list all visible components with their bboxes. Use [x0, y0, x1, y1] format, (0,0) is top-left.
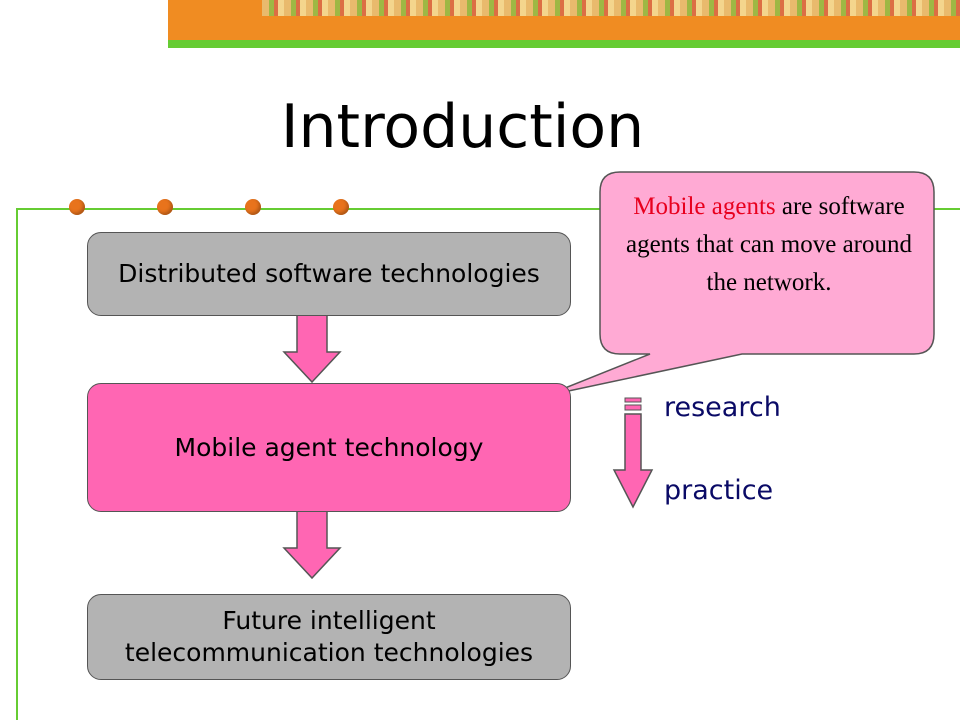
- down-arrow: [282, 510, 342, 580]
- callout-text: Mobile agents are software agents that c…: [612, 188, 926, 302]
- banner-green-stripe: [168, 40, 960, 48]
- banner-texture: [262, 0, 960, 16]
- callout-bubble: [544, 171, 935, 397]
- box-future-telecom-line2: telecommunication technologies: [124, 638, 534, 667]
- box-distributed-software: Distributed software technologies: [87, 232, 571, 316]
- arrow-stripe: [624, 404, 642, 411]
- decor-dot: [333, 199, 349, 215]
- decor-dot: [69, 199, 85, 215]
- callout-body: are software agents that can move around…: [625, 193, 912, 296]
- arrow-stripe: [624, 397, 642, 403]
- decor-dot: [245, 199, 261, 215]
- frame-top-line: [16, 208, 960, 210]
- slide-title: Introduction: [280, 92, 645, 162]
- box-distributed-software-label: Distributed software technologies: [118, 259, 540, 288]
- box-mobile-agent: Mobile agent technology: [87, 383, 571, 512]
- box-future-telecom-line1: Future intelligent: [222, 606, 436, 635]
- practice-label: practice: [664, 475, 774, 506]
- frame-left-line: [16, 208, 18, 720]
- research-practice-arrow: [612, 413, 654, 509]
- down-arrow: [282, 314, 342, 384]
- box-future-telecom: Future intelligent telecommunication tec…: [87, 594, 571, 680]
- decor-dot: [157, 199, 173, 215]
- box-mobile-agent-label: Mobile agent technology: [174, 432, 484, 462]
- callout-highlight: Mobile agents: [633, 193, 776, 220]
- research-label: research: [664, 392, 781, 423]
